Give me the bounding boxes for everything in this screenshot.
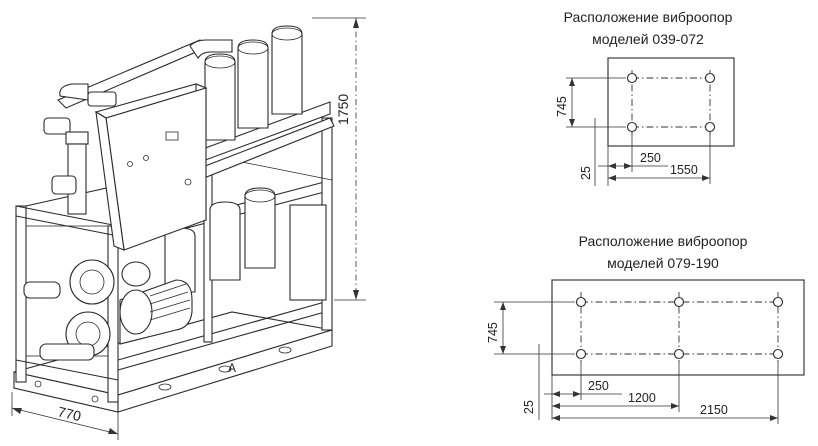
machine-drawing: A bbox=[11, 17, 366, 440]
base-mark-glyph: A bbox=[228, 361, 236, 375]
layout-large-base-outline bbox=[551, 279, 805, 376]
layout-large-dim-first: 250 bbox=[588, 379, 609, 393]
layout-large-title-line1: Расположение виброопор bbox=[579, 233, 748, 249]
mount-point bbox=[673, 296, 685, 308]
mount-point bbox=[575, 348, 587, 360]
layout-large-dim-mid: 1200 bbox=[628, 391, 656, 405]
compressors-lower bbox=[164, 187, 276, 293]
mount-point bbox=[704, 121, 716, 133]
height-dimension: 1750 bbox=[312, 17, 366, 301]
layout-small-title-line1: Расположение виброопор bbox=[564, 9, 733, 25]
layout-large: Расположение виброопор моделей 079-190 7… bbox=[486, 233, 805, 424]
piping bbox=[43, 39, 233, 215]
layout-small-dim-total: 1550 bbox=[670, 163, 698, 177]
layout-large-dim-vertical: 745 bbox=[486, 322, 500, 343]
mount-point bbox=[626, 72, 638, 84]
mount-point bbox=[575, 296, 587, 308]
mount-point bbox=[673, 348, 685, 360]
layout-large-title-line2: моделей 079-190 bbox=[607, 255, 719, 271]
frame-right bbox=[25, 101, 335, 371]
mount-point bbox=[704, 72, 716, 84]
layout-large-dim-edge: 25 bbox=[522, 400, 536, 414]
layout-large-dim-total: 2150 bbox=[700, 403, 728, 417]
layout-small-dim-first: 250 bbox=[640, 151, 661, 165]
mount-point bbox=[626, 121, 638, 133]
pump-group bbox=[23, 259, 193, 361]
layout-small-title-line2: моделей 039-072 bbox=[592, 31, 704, 47]
mount-point bbox=[772, 296, 784, 308]
width-dimension: 770 bbox=[11, 392, 119, 440]
layout-small-dim-vertical: 745 bbox=[555, 96, 569, 117]
mount-point bbox=[772, 348, 784, 360]
compressors-upper bbox=[204, 25, 303, 141]
height-label: 1750 bbox=[335, 94, 351, 125]
width-label: 770 bbox=[56, 403, 83, 424]
layout-small-dim-edge: 25 bbox=[579, 166, 593, 180]
layout-small: Расположение виброопор моделей 039-072 7… bbox=[555, 9, 735, 186]
control-box bbox=[94, 83, 208, 251]
layout-small-base-outline bbox=[607, 57, 735, 147]
